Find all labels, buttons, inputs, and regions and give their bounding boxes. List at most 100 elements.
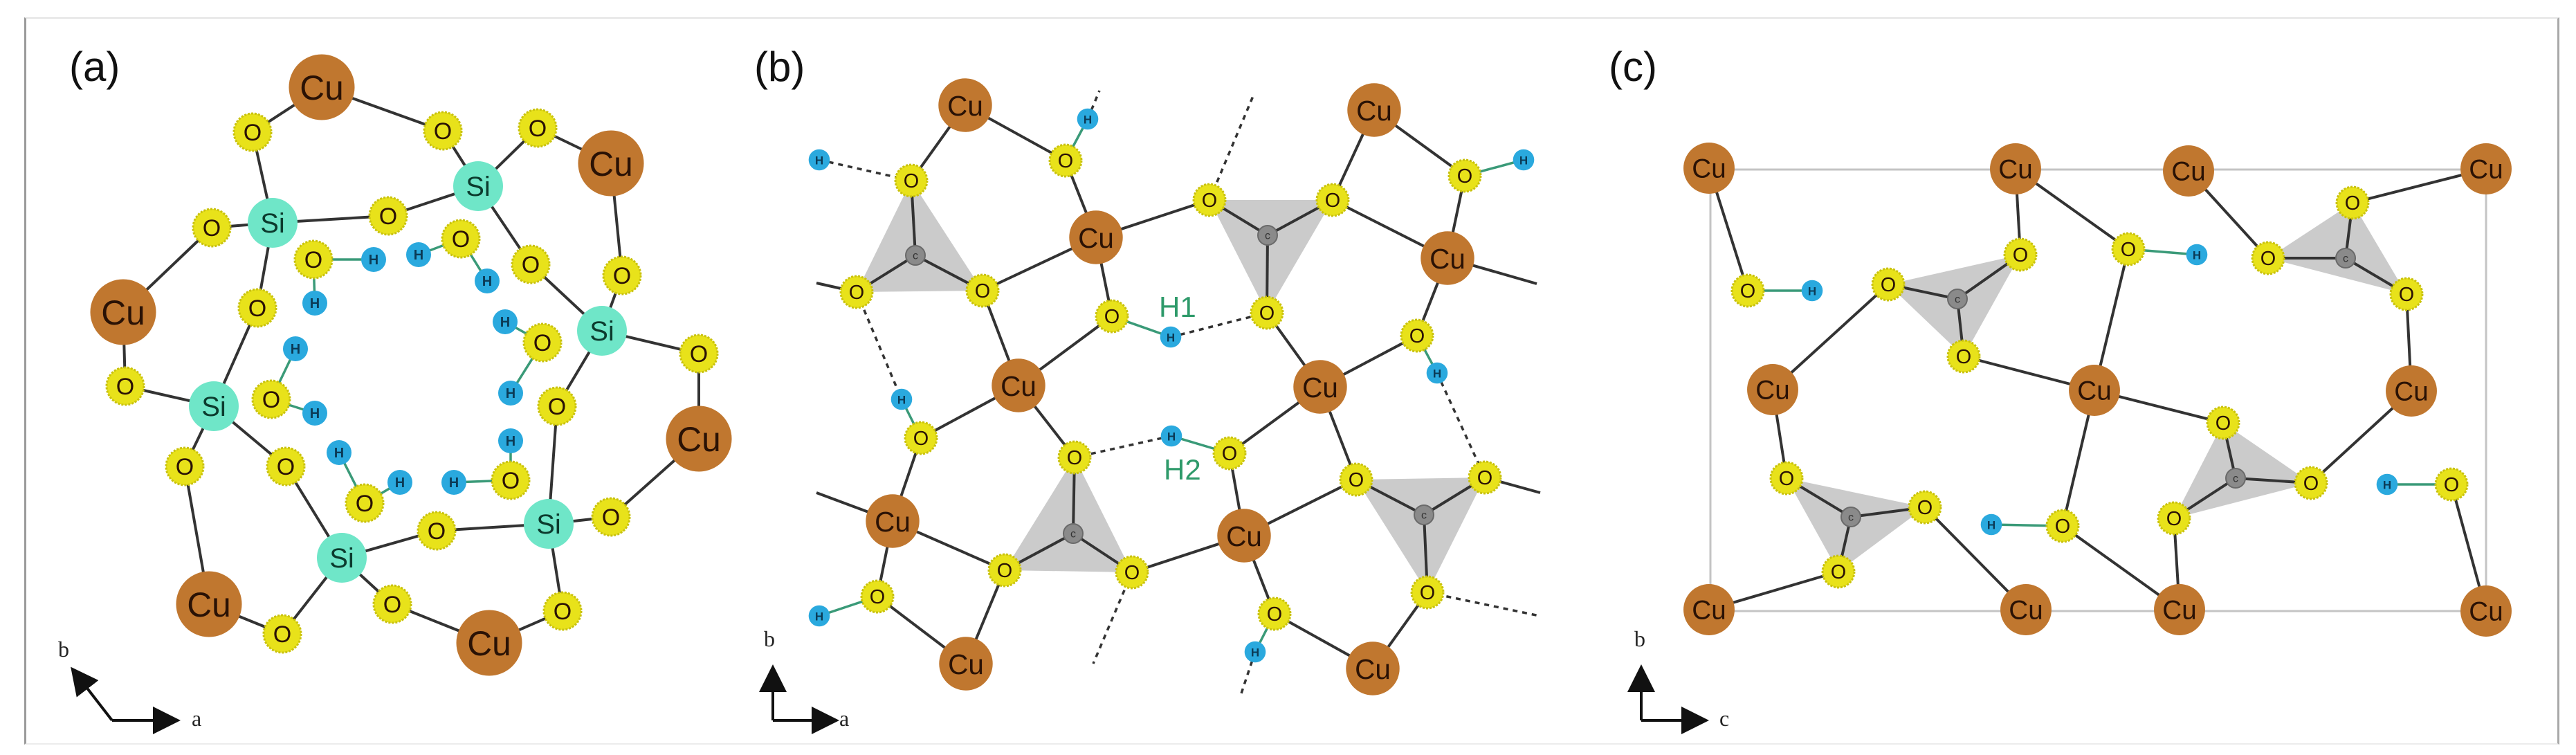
o-atom: O bbox=[860, 579, 895, 614]
svg-text:Cu: Cu bbox=[2162, 596, 2196, 626]
o-atom: O bbox=[345, 483, 385, 523]
si-atom: Si bbox=[317, 533, 367, 583]
svg-text:O: O bbox=[1956, 346, 1971, 368]
svg-text:O: O bbox=[548, 394, 566, 420]
h-atom: H bbox=[1426, 362, 1448, 384]
cu-atom: Cu bbox=[176, 571, 242, 637]
c-atom: c bbox=[1414, 504, 1434, 525]
svg-text:Cu: Cu bbox=[1692, 596, 1726, 626]
svg-text:O: O bbox=[434, 118, 452, 145]
svg-text:O: O bbox=[2345, 192, 2360, 215]
svg-text:Cu: Cu bbox=[2009, 596, 2043, 626]
hydrogen-bond bbox=[1170, 311, 1268, 338]
hydrogen-bond bbox=[1092, 572, 1133, 664]
o-atom: O bbox=[1468, 460, 1502, 495]
svg-text:c: c bbox=[1848, 512, 1854, 524]
o-atom: O bbox=[251, 379, 291, 419]
cu-atom: Cu bbox=[1683, 584, 1735, 635]
o-atom: O bbox=[1730, 273, 1765, 308]
svg-text:Cu: Cu bbox=[467, 624, 511, 663]
svg-text:c: c bbox=[1955, 294, 1960, 306]
o-atom: O bbox=[1315, 183, 1350, 217]
svg-text:Si: Si bbox=[260, 208, 285, 239]
o-atom: O bbox=[987, 553, 1022, 588]
svg-text:c: c bbox=[1421, 510, 1427, 522]
svg-text:Cu: Cu bbox=[1429, 243, 1465, 275]
svg-text:O: O bbox=[379, 203, 397, 230]
axis-a-vertical-label: b bbox=[58, 637, 69, 662]
svg-text:O: O bbox=[2166, 508, 2182, 530]
h-atom: H bbox=[1244, 641, 1266, 663]
cu-atom: Cu bbox=[1683, 143, 1735, 194]
svg-text:O: O bbox=[1779, 468, 1794, 490]
axis-c-horizontal-label: c bbox=[1719, 706, 1730, 731]
svg-text:Cu: Cu bbox=[1356, 95, 1392, 127]
cu-atom: Cu bbox=[939, 637, 993, 691]
o-atom: O bbox=[423, 111, 463, 151]
cu-atom: Cu bbox=[2460, 585, 2512, 637]
svg-text:O: O bbox=[502, 468, 520, 494]
o-atom: O bbox=[1095, 299, 1129, 334]
svg-text:O: O bbox=[1457, 165, 1472, 188]
o-atom: O bbox=[511, 244, 551, 284]
o-atom: O bbox=[537, 386, 577, 426]
svg-text:Cu: Cu bbox=[1692, 154, 1726, 184]
svg-text:H: H bbox=[334, 446, 344, 461]
hbond-label-h1: H1 bbox=[1159, 291, 1196, 323]
h-atom: H bbox=[2376, 473, 2398, 495]
svg-text:O: O bbox=[2121, 239, 2136, 261]
svg-text:O: O bbox=[452, 226, 470, 253]
axis-c-vertical-label: b bbox=[1634, 626, 1645, 651]
svg-text:Cu: Cu bbox=[677, 420, 721, 459]
svg-text:O: O bbox=[176, 454, 194, 480]
c-atom: c bbox=[1840, 507, 1861, 527]
hbond-label-h2: H2 bbox=[1164, 453, 1201, 486]
svg-text:O: O bbox=[1058, 150, 1073, 172]
o-atom: O bbox=[1821, 554, 1856, 589]
svg-text:H: H bbox=[395, 475, 405, 491]
svg-text:Cu: Cu bbox=[589, 145, 633, 183]
cu-atom: Cu bbox=[666, 406, 732, 472]
h-atom: H bbox=[302, 291, 327, 316]
o-atom: O bbox=[1908, 490, 1942, 525]
c-atom: c bbox=[2225, 468, 2246, 489]
o-atom: O bbox=[518, 108, 558, 148]
svg-text:O: O bbox=[277, 454, 295, 480]
o-atom: O bbox=[1339, 462, 1373, 497]
svg-text:O: O bbox=[1409, 325, 1425, 347]
svg-text:O: O bbox=[1104, 306, 1120, 328]
o-atom: O bbox=[417, 511, 457, 551]
svg-text:Cu: Cu bbox=[875, 506, 911, 538]
svg-text:H: H bbox=[482, 274, 492, 289]
svg-text:O: O bbox=[304, 247, 322, 273]
o-atom: O bbox=[441, 219, 481, 259]
svg-text:Cu: Cu bbox=[300, 69, 344, 107]
o-atom: O bbox=[1212, 436, 1247, 471]
svg-text:Si: Si bbox=[466, 172, 491, 202]
svg-text:H: H bbox=[1084, 113, 1092, 127]
carbonate-triangle bbox=[1356, 477, 1485, 592]
cu-atom: Cu bbox=[2154, 584, 2205, 635]
o-atom: O bbox=[904, 421, 938, 455]
svg-text:Cu: Cu bbox=[2077, 376, 2111, 406]
svg-text:H: H bbox=[897, 394, 906, 407]
hydrogen-bond bbox=[855, 291, 903, 400]
cu-atom: Cu bbox=[992, 358, 1045, 412]
si-atom: Si bbox=[453, 161, 503, 211]
h-atom: H bbox=[406, 242, 431, 267]
svg-text:H: H bbox=[449, 475, 459, 491]
cu-atom: Cu bbox=[289, 54, 355, 120]
svg-text:O: O bbox=[248, 295, 266, 322]
figure-frame bbox=[24, 17, 2559, 745]
o-atom: O bbox=[1400, 318, 1434, 353]
cu-atom: Cu bbox=[2069, 365, 2120, 416]
h-atom: H bbox=[327, 440, 351, 465]
hydrogen-bond bbox=[1240, 651, 1257, 694]
o-atom: O bbox=[368, 196, 408, 236]
cu-atom: Cu bbox=[1421, 231, 1474, 285]
svg-text:O: O bbox=[904, 170, 919, 192]
svg-text:c: c bbox=[1265, 230, 1270, 242]
svg-text:O: O bbox=[997, 560, 1012, 582]
svg-text:c: c bbox=[913, 251, 918, 262]
